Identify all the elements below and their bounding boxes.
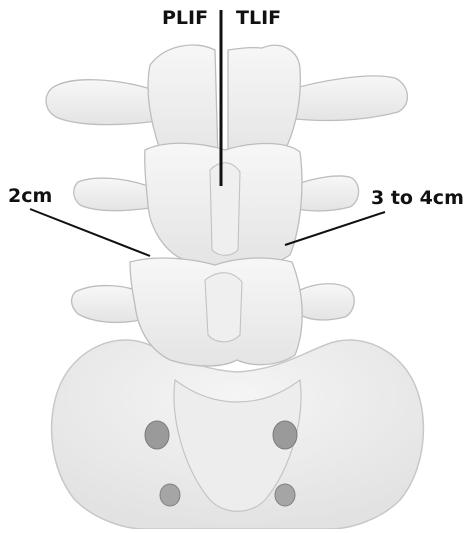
left-distance-pointer-line	[30, 209, 150, 256]
upper-vertebra	[46, 45, 407, 162]
pelvis	[52, 340, 424, 529]
right-distance-label: 3 to 4cm	[371, 187, 464, 209]
tlif-label: TLIF	[236, 7, 281, 29]
left-distance-label: 2cm	[8, 185, 52, 207]
middle-vertebra	[74, 143, 359, 266]
plif-label: PLIF	[162, 7, 208, 29]
